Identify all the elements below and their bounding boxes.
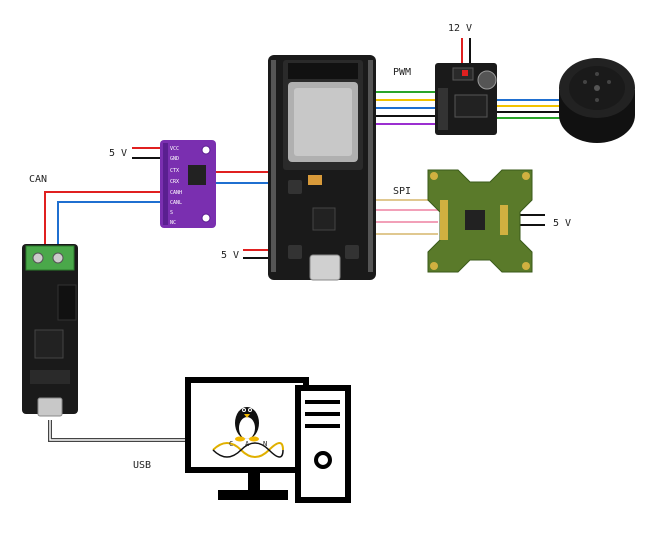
esp32-pin-header-right xyxy=(368,60,373,272)
monitor-base xyxy=(218,490,288,500)
esp32-shield-inner xyxy=(294,88,352,156)
sensor-hole-tr xyxy=(522,172,530,180)
adapter-chip xyxy=(34,329,64,359)
logo-wave-2 xyxy=(212,442,284,458)
adapter-usb-port xyxy=(37,397,63,417)
spi-sensor-board xyxy=(427,169,533,273)
pin-nc: NC xyxy=(170,220,176,226)
pin-canl: CANL xyxy=(170,200,182,206)
esp32-capacitor xyxy=(308,175,322,185)
pin-s: S xyxy=(170,210,173,216)
sensor-hole-br xyxy=(522,262,530,270)
sensor-hole-bl xyxy=(430,262,438,270)
esp32-pin-header-left xyxy=(271,60,276,272)
esp32-antenna xyxy=(288,63,358,79)
esp32-usb-chip xyxy=(312,207,336,231)
transceiver-pins xyxy=(163,143,168,225)
sensor-chip xyxy=(465,210,485,230)
pin-vcc: VCC xyxy=(170,146,179,152)
monitor-neck xyxy=(248,473,260,491)
label-5v-esp32: 5 V xyxy=(221,250,239,261)
usb-cable-outer xyxy=(48,420,190,442)
driver-capacitor xyxy=(477,70,497,90)
driver-led xyxy=(462,70,468,76)
terminal-screw-1 xyxy=(32,252,44,264)
pin-ctx: CTX xyxy=(170,168,179,174)
usb-can-adapter xyxy=(22,244,78,417)
label-spi: SPI xyxy=(393,186,411,197)
label-pwm: PWM xyxy=(393,67,411,78)
driver-input-header xyxy=(438,88,448,130)
pin-crx: CRX xyxy=(170,179,179,185)
tower-case xyxy=(295,385,351,503)
esp32-reset-button xyxy=(345,245,359,259)
label-usb: USB xyxy=(133,460,151,471)
motor-center-hole xyxy=(594,85,600,91)
transceiver-chip xyxy=(188,165,206,185)
pwm-driver-board xyxy=(435,63,497,135)
logo-wave-1 xyxy=(212,442,284,458)
sensor-hole-tl xyxy=(430,172,438,180)
label-5v-transceiver: 5 V xyxy=(109,148,127,159)
pin-canh: CANH xyxy=(170,190,182,196)
label-12v: 12 V xyxy=(448,23,472,34)
wires xyxy=(44,38,560,442)
bldc-motor xyxy=(559,58,635,143)
sensor-pads-right xyxy=(500,205,508,235)
transceiver-hole-1 xyxy=(201,145,211,155)
esp32-boot-button xyxy=(288,180,302,194)
wire-canl xyxy=(57,201,160,250)
computer: C A N xyxy=(185,377,351,503)
logo-letter-a: A xyxy=(245,440,250,448)
adapter-component xyxy=(57,284,77,321)
usb-cable-inner xyxy=(49,420,190,441)
logo-letter-c: C xyxy=(229,440,233,448)
adapter-leds xyxy=(30,370,70,384)
tower-power-button xyxy=(314,451,332,469)
label-can: CAN xyxy=(29,174,47,185)
esp32-en-button xyxy=(288,245,302,259)
logo-letter-n: N xyxy=(263,440,267,448)
terminal-screw-2 xyxy=(52,252,64,264)
esp32-usb-port xyxy=(309,254,341,281)
transceiver-hole-2 xyxy=(201,213,211,223)
linux-tux-logo xyxy=(235,407,259,442)
can-transceiver-board: VCC GND CTX CRX CANH CANL S NC xyxy=(160,140,216,228)
esp32-board xyxy=(268,55,376,281)
wire-canh xyxy=(44,191,160,250)
driver-chip xyxy=(454,94,488,118)
pin-gnd: GND xyxy=(170,156,179,162)
label-5v-sensor: 5 V xyxy=(553,218,571,229)
sensor-pads-left xyxy=(440,200,448,240)
